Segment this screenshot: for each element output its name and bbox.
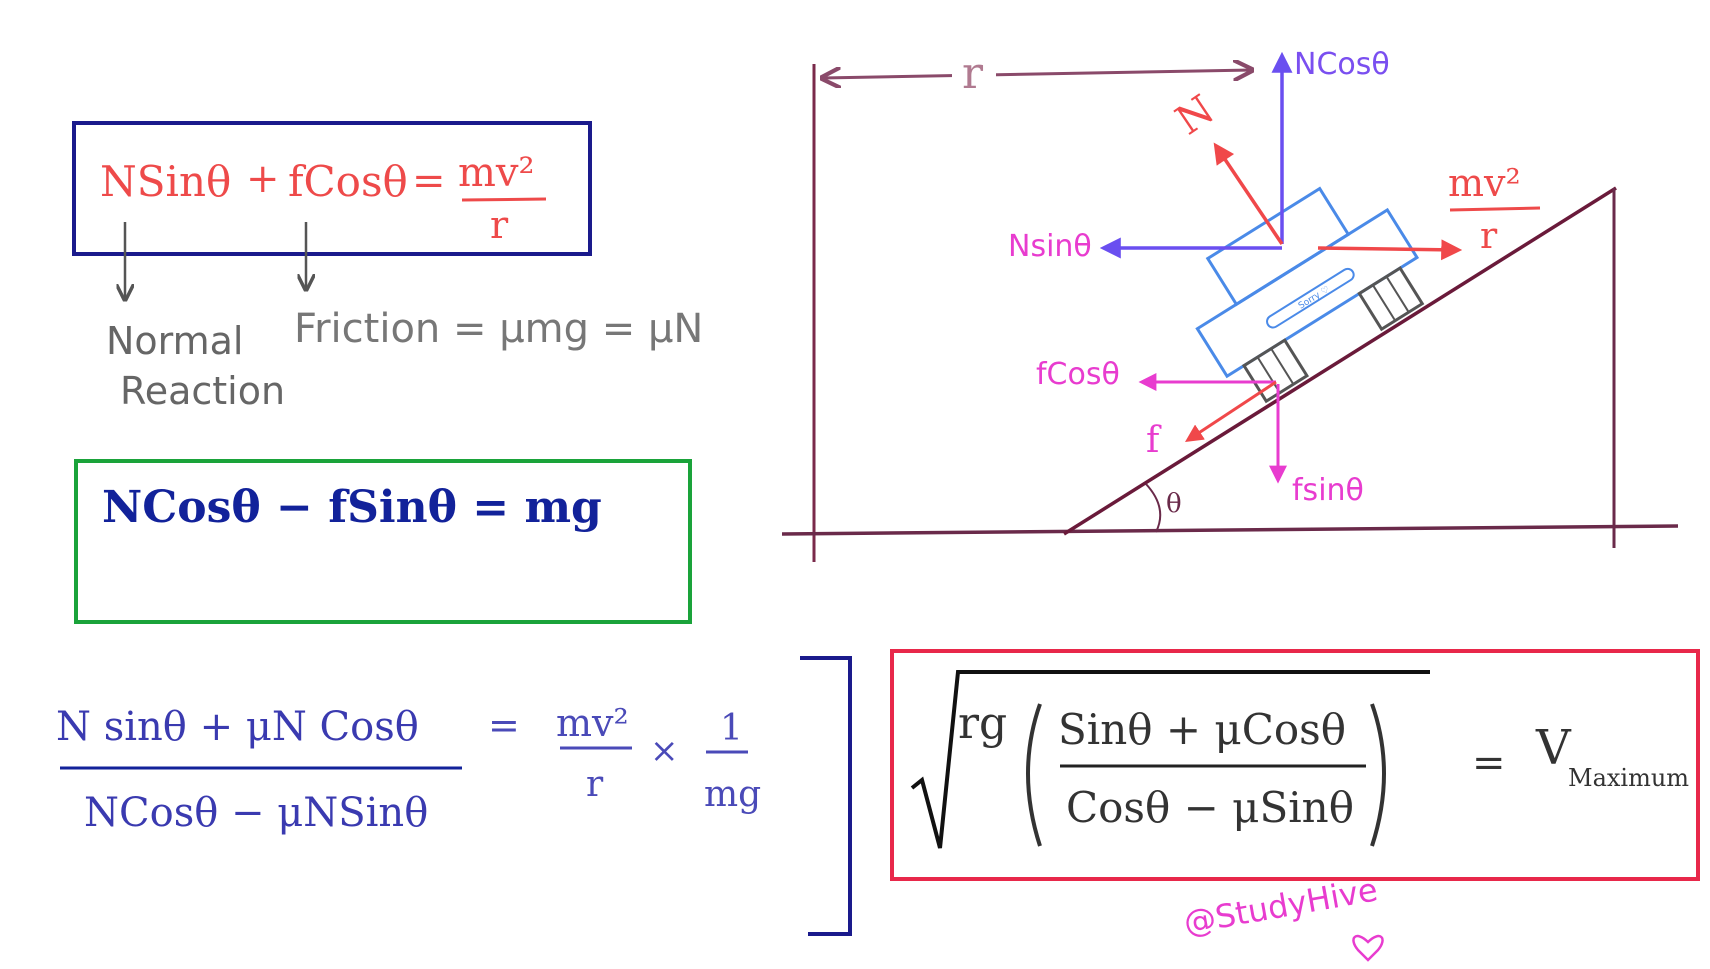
radius-label: r xyxy=(962,48,984,99)
eq1-fraction-bar xyxy=(461,197,547,202)
friction-label: Friction = μmg = μN xyxy=(294,306,703,352)
car: Sorry ♡ xyxy=(1195,186,1425,404)
mv2-den: r xyxy=(1480,216,1498,257)
radius-arrow xyxy=(822,70,1252,78)
eq1-plus: + xyxy=(246,156,280,202)
vmax-v: V xyxy=(1535,720,1572,776)
vmax-den: Cosθ − μSinθ xyxy=(1066,783,1354,832)
mv2-bar xyxy=(1449,206,1541,212)
eq3-times: × xyxy=(650,731,679,771)
vmax-rg: rg xyxy=(958,698,1007,749)
eq1-lhs-a: NSinθ xyxy=(100,157,231,206)
wheel-rear xyxy=(1241,338,1310,404)
f-label: f xyxy=(1146,420,1162,461)
angle-arc xyxy=(1145,483,1162,533)
eq3-den: NCosθ − μNSinθ xyxy=(84,790,428,836)
theta-label: θ xyxy=(1166,489,1182,519)
wheel-rear-tread xyxy=(1256,356,1281,394)
car-stripe xyxy=(1266,267,1355,329)
sqrt-sign xyxy=(910,670,1430,849)
eq2-box xyxy=(74,459,692,624)
eq1-den: r xyxy=(490,203,509,247)
eq3-rhs1-den: r xyxy=(586,764,604,805)
eq3-num: N sinθ + μN Cosθ xyxy=(56,704,419,750)
car-body xyxy=(1195,207,1420,379)
left-paren xyxy=(1026,703,1042,847)
vmax-num: Sinθ + μCosθ xyxy=(1058,705,1346,754)
eq3-rhs2-num: 1 xyxy=(720,708,743,749)
wheel-rear-tread-2 xyxy=(1270,348,1295,385)
heart-icon xyxy=(1352,934,1384,962)
wheel-front-tread-2 xyxy=(1385,276,1410,313)
eq3-rhs1-num: mv² xyxy=(556,701,629,745)
eq2-text: NCosθ − fSinθ = mg xyxy=(102,482,602,533)
vmax-box xyxy=(890,649,1700,881)
n-arrow xyxy=(1213,142,1284,245)
credit-text: @StudyHive xyxy=(1181,870,1381,941)
eq3-rhs2-den: mg xyxy=(704,774,761,815)
right-paren xyxy=(1370,703,1386,847)
ncos-label: NCosθ xyxy=(1294,47,1390,82)
vmax-sub: Maximum xyxy=(1568,764,1689,792)
mv2-label: mv² xyxy=(1448,161,1521,205)
bracket xyxy=(800,656,852,936)
incline-line xyxy=(1063,186,1617,536)
normal-label-1: Normal xyxy=(106,319,244,363)
eq1-lhs-b: fCosθ xyxy=(288,157,408,206)
wheel-front-tread xyxy=(1372,284,1397,322)
vmax-equals: = xyxy=(1472,740,1506,786)
f-arrow xyxy=(1184,380,1277,442)
ground-line xyxy=(781,524,1679,536)
radius-label-bg xyxy=(952,50,996,94)
eq1-equals: = xyxy=(412,158,446,204)
nsin-label: Nsinθ xyxy=(1008,229,1092,264)
n-label: N xyxy=(1168,87,1223,145)
eq1-num: mv² xyxy=(458,150,535,196)
eq1-box xyxy=(72,121,592,256)
mv2-arrow xyxy=(1317,239,1463,261)
normal-label-2: Reaction xyxy=(120,369,285,413)
fcos-label: fCosθ xyxy=(1036,357,1120,392)
fsin-label: fsinθ xyxy=(1292,473,1364,508)
wheel-front xyxy=(1357,266,1425,332)
eq3-equals: = xyxy=(488,703,520,747)
